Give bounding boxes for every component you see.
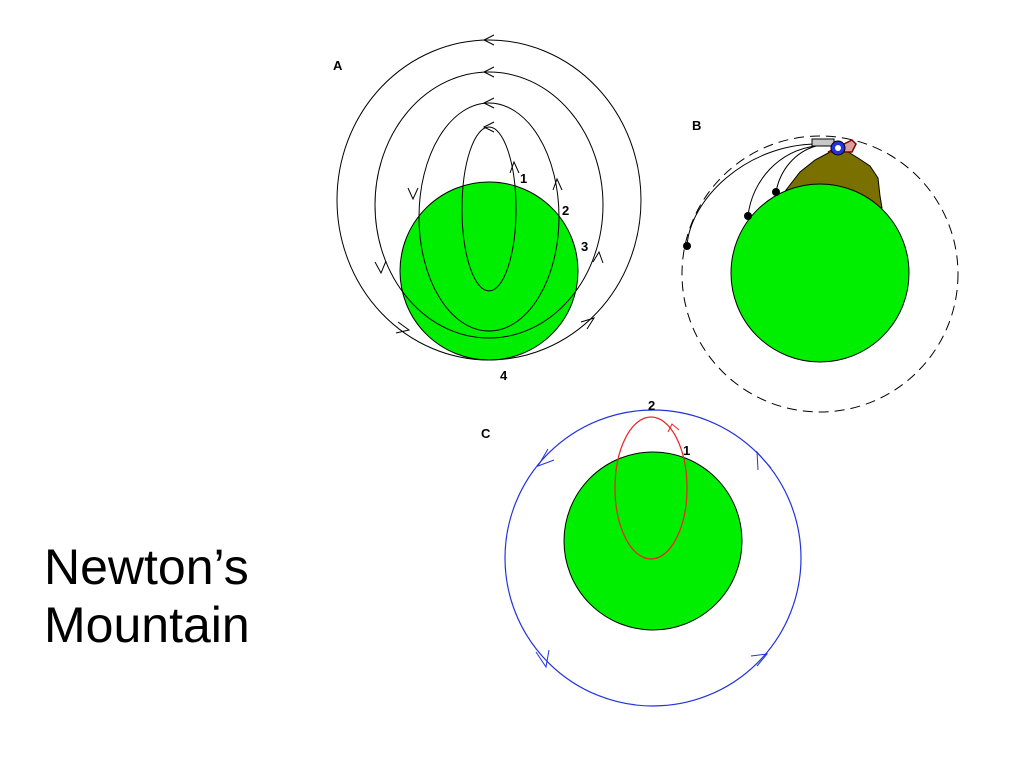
orbit-a-arrows [374, 34, 604, 334]
orbit-c-label-1: 1 [683, 443, 690, 458]
planet-b [730, 183, 910, 363]
orbit-a-4 [336, 39, 642, 361]
planet-c [563, 451, 743, 631]
trajectory-b-1 [775, 145, 817, 193]
arrow-icon [667, 423, 680, 433]
trajectory-b-3 [686, 143, 817, 247]
orbit-a-label-1: 1 [520, 171, 527, 186]
panel-c-label: C [481, 426, 491, 441]
arrow-icon [536, 448, 555, 467]
arrow-icon [482, 121, 495, 133]
arrow-icon [482, 66, 495, 78]
panel-b-label: B [692, 118, 701, 133]
slide-title-line-2: Mountain [44, 597, 250, 653]
orbit-c-label-2: 2 [648, 398, 655, 413]
arrow-icon [592, 250, 604, 264]
arrow-icon [509, 160, 520, 174]
orbit-a-label-4: 4 [500, 368, 508, 383]
orbit-a-3 [374, 71, 604, 339]
orbit-c-blue-arrows [535, 448, 772, 669]
orbit-b-dashed [681, 135, 959, 413]
arrow-icon [750, 653, 769, 667]
panel-a-label: A [333, 58, 343, 73]
arrow-icon [552, 177, 563, 191]
slide-title-line-1: Newton’s [44, 539, 249, 595]
panel-a: A [333, 34, 642, 383]
impact-point [772, 188, 780, 196]
arrow-icon [756, 450, 772, 471]
cannon-icon [811, 138, 857, 156]
panel-c: C 2 1 [481, 398, 802, 707]
impact-point [683, 242, 691, 250]
arrow-icon [535, 649, 550, 669]
arrow-icon [580, 317, 596, 330]
orbit-c-blue [504, 409, 802, 707]
orbit-a-label-2: 2 [562, 203, 569, 218]
arrow-icon [374, 260, 387, 275]
orbit-a-1 [461, 126, 517, 292]
orbit-a-label-3: 3 [581, 239, 588, 254]
trajectory-b-2 [747, 145, 817, 217]
impact-point [744, 212, 752, 220]
arrow-icon [482, 97, 495, 109]
orbit-c-red [614, 416, 688, 560]
panel-b: B [681, 118, 959, 413]
orbit-a-2 [418, 102, 560, 332]
slide-title: Newton’s Mountain [44, 538, 250, 654]
arrow-icon [407, 187, 419, 201]
arrow-icon [482, 34, 495, 46]
arrow-icon [395, 321, 411, 334]
